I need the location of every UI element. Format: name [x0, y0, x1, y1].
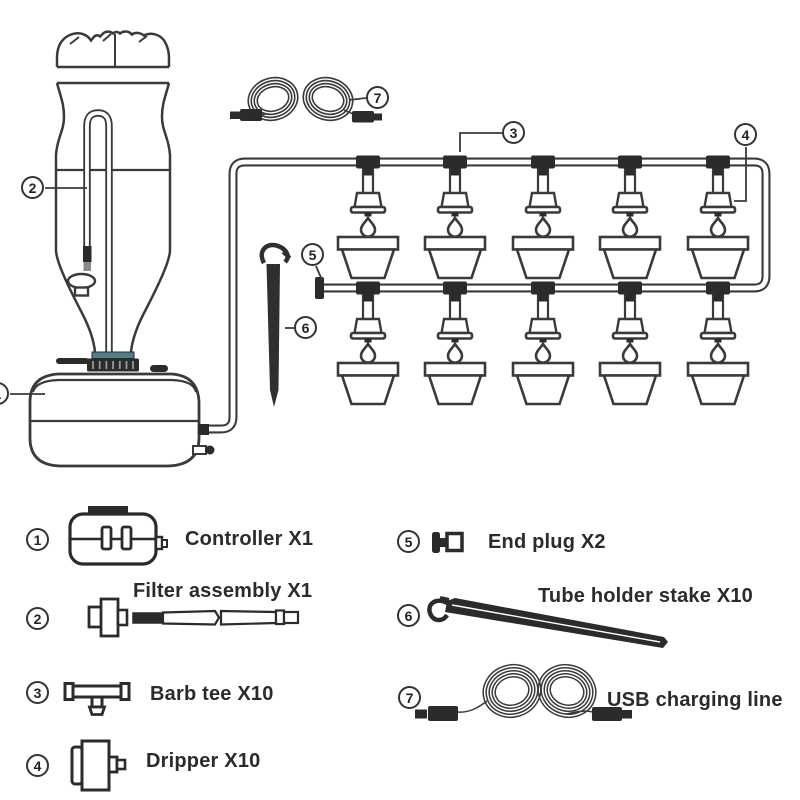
barb-tee-icon [63, 682, 131, 716]
water-bottle [54, 30, 172, 353]
legend-badge-2: 2 [26, 607, 49, 630]
dripper-icon [70, 739, 127, 792]
dripper-pot-unit [598, 154, 662, 280]
legend-badge-6: 6 [397, 604, 420, 627]
legend-label-usb-charging-line: USB charging line [607, 689, 783, 711]
dripper-pot-unit [423, 280, 487, 406]
callout-6: 6 [294, 316, 317, 339]
dripper-pot-unit [686, 280, 750, 406]
legend-label-filter-assembly: Filter assembly X1 [133, 580, 313, 602]
tube-holder-stake [259, 242, 292, 407]
end-plug-icon [432, 531, 464, 553]
legend-label-barb-tee: Barb tee X10 [150, 683, 274, 705]
supply-tube [198, 157, 771, 435]
callout-5: 5 [301, 243, 324, 266]
legend-label-dripper: Dripper X10 [146, 750, 261, 772]
dripper-pot-unit [423, 154, 487, 280]
controller-icon [68, 506, 168, 566]
dripper-pot-unit [686, 154, 750, 280]
dripper-pot-unit [511, 154, 575, 280]
filter-tube [66, 109, 113, 352]
dripper-pot-unit [336, 280, 400, 406]
usb-cable [230, 76, 382, 123]
callout-leader-lines [10, 97, 747, 395]
legend-badge-5: 5 [397, 530, 420, 553]
legend-badge-1: 1 [26, 528, 49, 551]
dripper-pot-unit [598, 280, 662, 406]
end-plug [315, 277, 324, 299]
filter-assembly-icon [87, 597, 300, 638]
legend-label-tube-holder-stake: Tube holder stake X10 [538, 585, 754, 607]
usb-charging-line-icon [415, 664, 632, 721]
legend-label-end-plug: End plug X2 [488, 531, 606, 553]
tube-holder-stake-icon [427, 596, 668, 648]
dripper-pot-grid [336, 154, 750, 406]
bottle-cap [56, 351, 139, 372]
legend-label-controller: Controller X1 [185, 528, 314, 550]
callout-7: 7 [366, 86, 389, 109]
controller [28, 365, 215, 468]
legend-badge-7: 7 [398, 686, 421, 709]
dripper-pot-unit [336, 154, 400, 280]
legend-badge-4: 4 [26, 754, 49, 777]
callout-3: 3 [502, 121, 525, 144]
callout-4: 4 [734, 123, 757, 146]
dripper-pot-unit [511, 280, 575, 406]
callout-2: 2 [21, 176, 44, 199]
legend-badge-3: 3 [26, 681, 49, 704]
